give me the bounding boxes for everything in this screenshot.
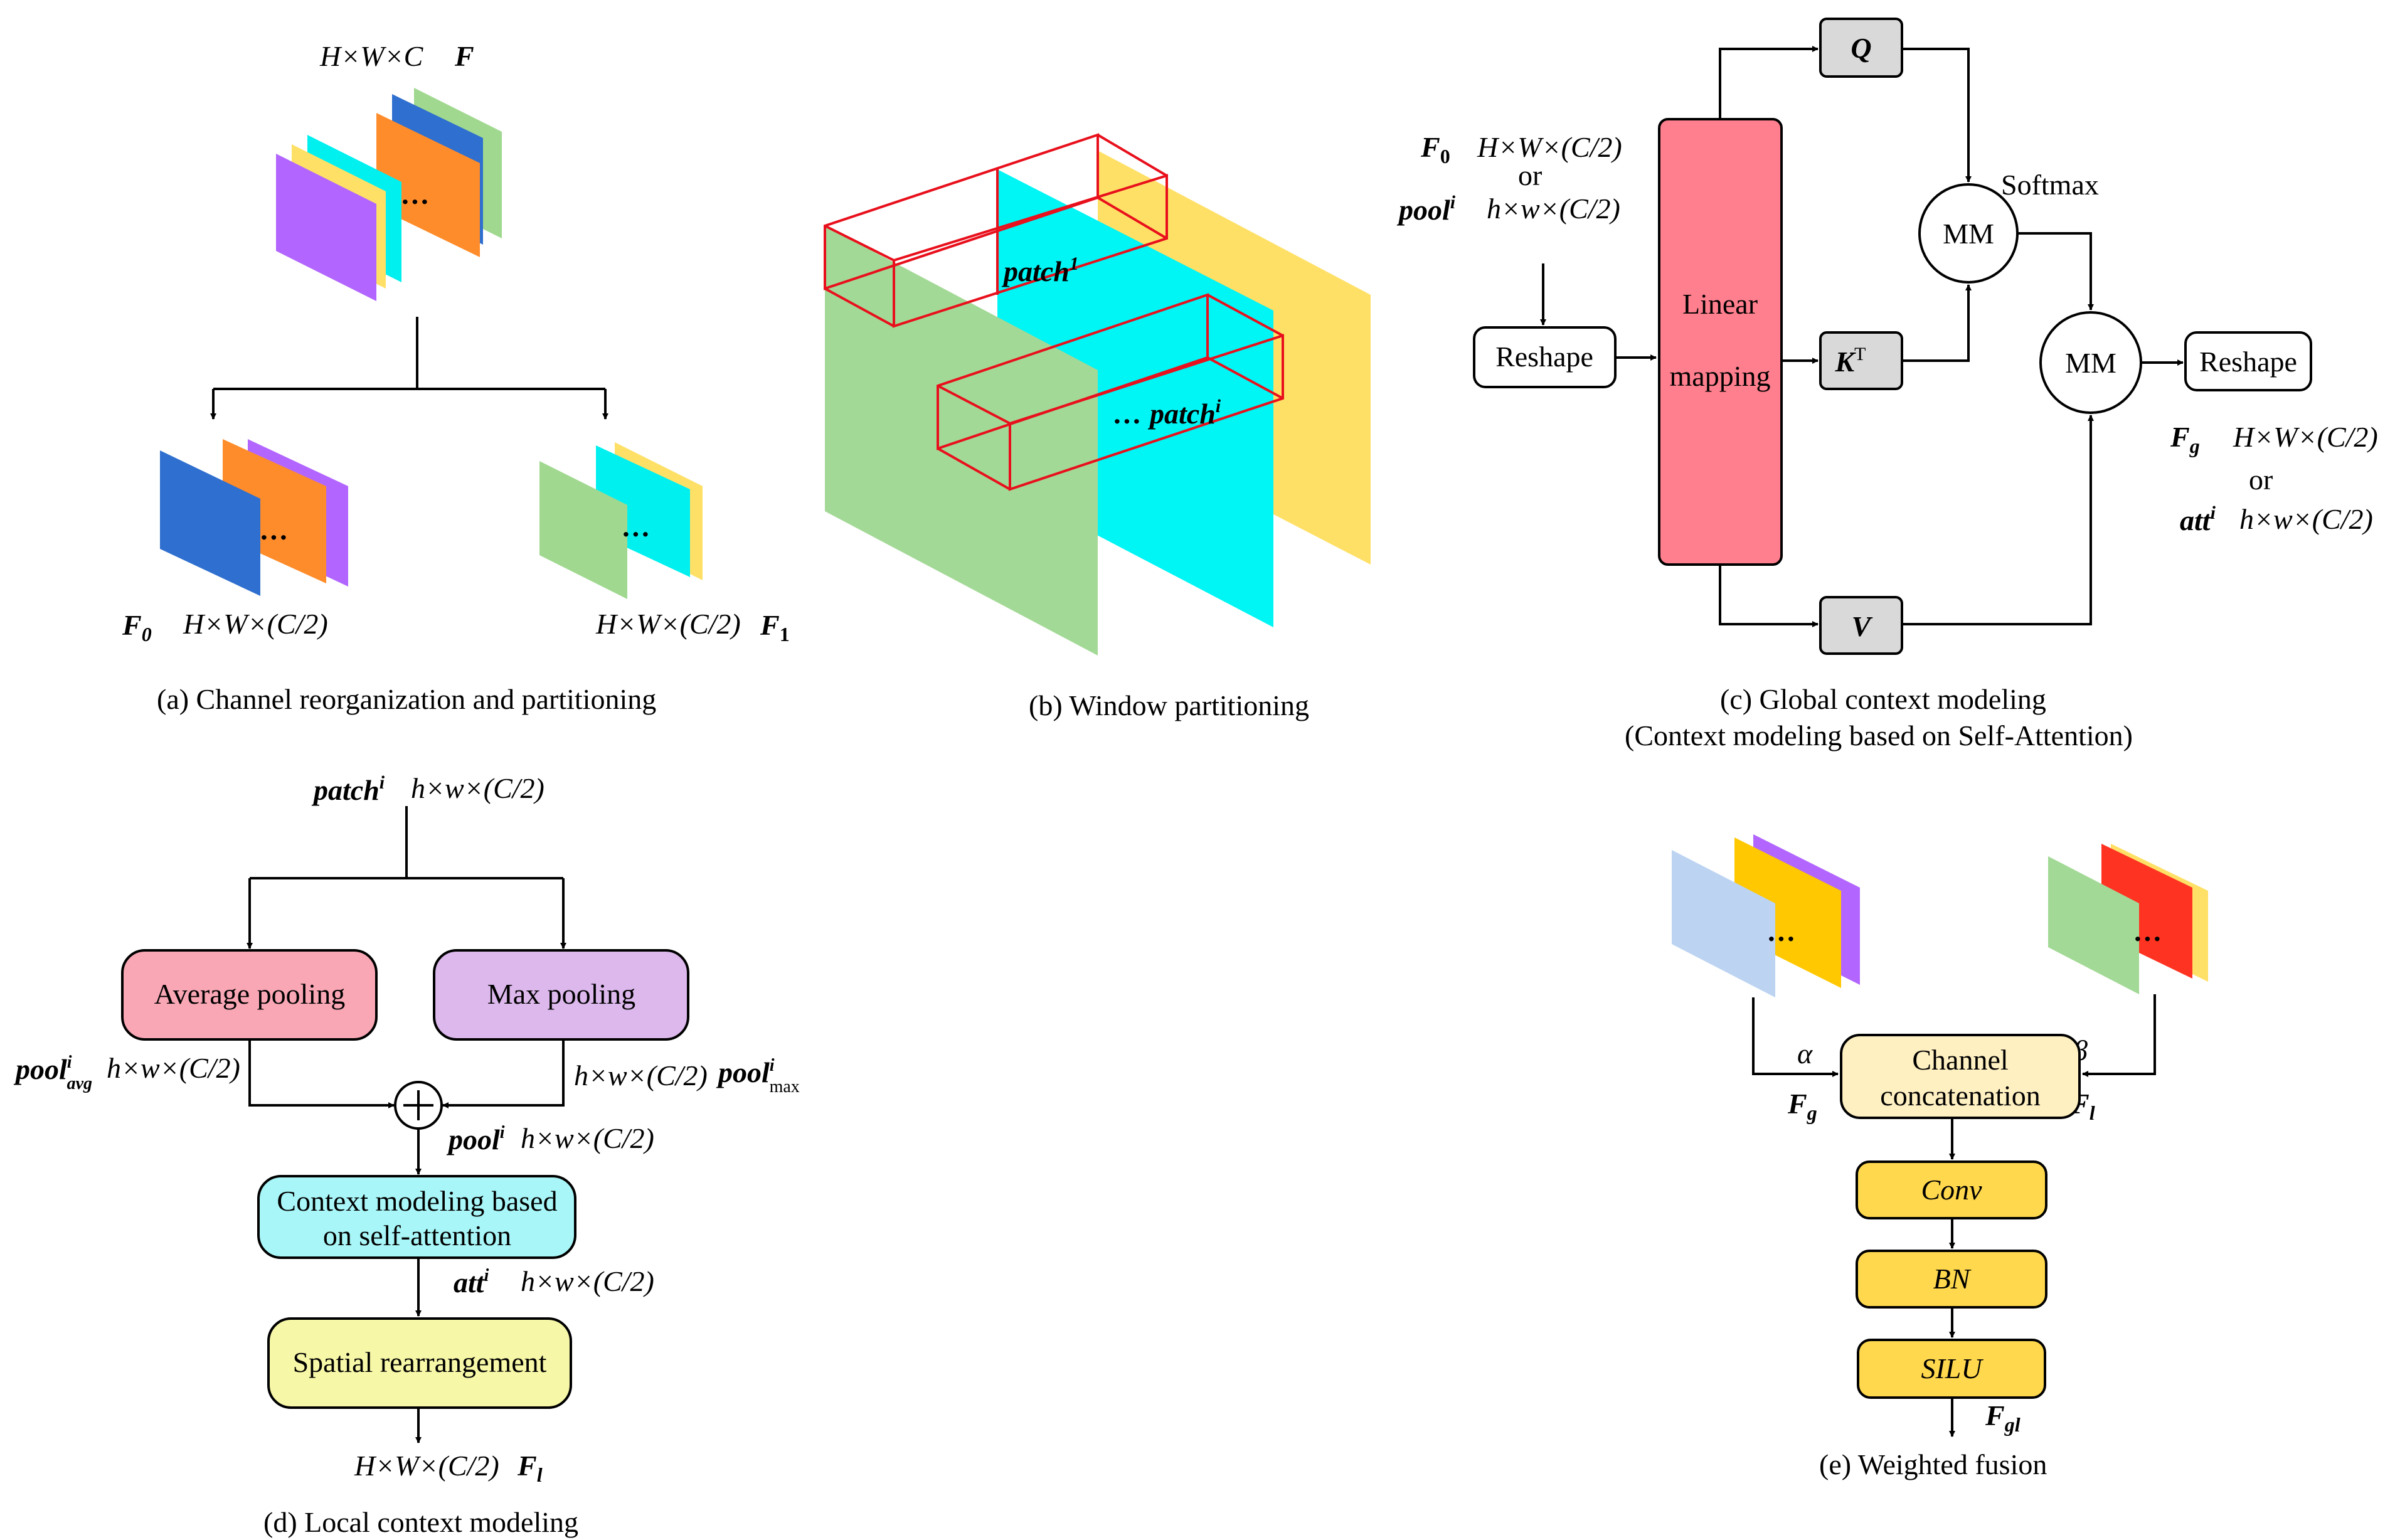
map-orange <box>376 113 480 257</box>
k-label: KT <box>1834 344 1866 378</box>
linear-label-2: mapping <box>1670 360 1771 392</box>
arrow-k-mm1 <box>1902 284 1972 362</box>
arrow-to-v <box>1719 565 1819 627</box>
input-label: F <box>454 40 474 72</box>
output-fg-dims: H×W×(C/2) <box>2233 421 2378 453</box>
arrow-to-q <box>1719 46 1819 119</box>
panel-b: patch1 …patchi (b) Window partitioning <box>824 133 1371 721</box>
output-att-dims: h×w×(C/2) <box>2239 503 2373 535</box>
fg-label: Fg <box>1787 1088 1817 1124</box>
output-att: atti <box>2180 502 2216 536</box>
context-modeling-box <box>257 1175 576 1259</box>
input-patch-dims: h×w×(C/2) <box>411 772 544 804</box>
map-f1-green <box>539 461 627 599</box>
pool-dims: h×w×(C/2) <box>521 1122 654 1154</box>
out-dims: H×W×(C/2) <box>354 1450 499 1482</box>
caption-a: (a) Channel reorganization and partition… <box>157 683 656 715</box>
channel-concat-box <box>1840 1034 2081 1119</box>
map-f0-blue <box>160 450 260 596</box>
arrow-max-sum <box>442 1039 565 1108</box>
ellipsis-fl: … <box>2134 915 2163 947</box>
linear-label-1: Linear <box>1682 288 1758 320</box>
input-f0: F0 <box>1420 131 1450 167</box>
silu-label: SILU <box>1921 1352 1983 1384</box>
fg-map-yellow <box>1734 837 1841 988</box>
max-pooling-box <box>433 949 689 1041</box>
spatial-label: Spatial rearrangement <box>293 1346 547 1378</box>
dims-f1: H×W×(C/2) <box>595 608 741 640</box>
alpha-label: α <box>1797 1038 1813 1070</box>
ellipsis-f0: … <box>260 514 289 546</box>
linear-mapping-box <box>1658 118 1783 566</box>
output-fg: Fg <box>2170 421 2200 457</box>
reshape-in-label: Reshape <box>1495 341 1593 373</box>
patch-1-box <box>824 133 1168 328</box>
concat-label-2: concatenation <box>1880 1080 2040 1112</box>
concat-label-1: Channel <box>1912 1044 2008 1076</box>
label-f1: F1 <box>760 609 790 645</box>
max-pooling-label: Max pooling <box>487 978 635 1010</box>
bn-label: BN <box>1933 1263 1972 1295</box>
out-label: Fl <box>517 1450 543 1486</box>
caption-d: (d) Local context modeling <box>263 1506 578 1538</box>
arrow-avg-sum <box>248 1039 395 1108</box>
att-dims: h×w×(C/2) <box>521 1265 654 1297</box>
output-or: or <box>2249 464 2273 496</box>
arrow-q-mm1 <box>1902 48 1972 183</box>
input-pool: pooli <box>1396 192 1456 226</box>
patch-i-label: …patchi <box>1113 396 1221 430</box>
ellipsis-fg: … <box>1768 915 1797 947</box>
panel-d: patchi h×w×(C/2) Average pooling Max poo… <box>13 772 800 1538</box>
pool-avg-dims: h×w×(C/2) <box>107 1052 240 1084</box>
input-pool-dims: h×w×(C/2) <box>1487 193 1620 225</box>
v-label: V <box>1852 610 1873 642</box>
dims-f0: H×W×(C/2) <box>183 608 328 640</box>
caption-e: (e) Weighted fusion <box>1819 1448 2047 1480</box>
out-fgl: Fgl <box>1985 1399 2021 1436</box>
pool-label: pooli <box>446 1123 505 1155</box>
ellipsis-f1: … <box>622 511 651 543</box>
softmax-label: Softmax <box>2001 169 2099 201</box>
mm2-label: MM <box>2065 347 2116 379</box>
arrow-mm1-mm2 <box>2017 232 2094 311</box>
input-patch: patchi <box>311 772 385 806</box>
q-label: Q <box>1851 32 1871 64</box>
fl-map-green <box>2048 856 2139 994</box>
panel-c: F0 H×W×(C/2) or pooli h×w×(C/2) Reshape … <box>1396 18 2378 751</box>
att-label: atti <box>454 1266 489 1298</box>
mm1-label: MM <box>1943 218 1994 250</box>
input-dims: H×W×C <box>319 40 424 72</box>
ellipsis: … <box>401 178 430 210</box>
input-f0-dims: H×W×(C/2) <box>1477 131 1622 163</box>
patch-1-label: patch1 <box>1001 253 1079 287</box>
input-or: or <box>1518 159 1542 191</box>
reshape-out-label: Reshape <box>2199 346 2297 378</box>
avg-pooling-label: Average pooling <box>154 978 345 1010</box>
caption-c-2: (Context modeling based on Self-Attentio… <box>1625 720 2133 751</box>
map-purple <box>276 154 376 301</box>
arrow-fl-concat <box>2082 994 2156 1077</box>
caption-b: (b) Window partitioning <box>1029 689 1309 721</box>
patch-i-box <box>937 293 1284 491</box>
arrow-v-mm2 <box>1902 415 2094 625</box>
fg-map-blue <box>1672 850 1775 997</box>
panel-e: … … α β Fg Fl Channel concatenation Conv… <box>1672 834 2208 1480</box>
caption-c-1: (c) Global context modeling <box>1720 683 2046 715</box>
arrow-fg-concat <box>1752 997 1839 1077</box>
label-f0: F0 <box>122 609 152 645</box>
pool-max-dims: h×w×(C/2) <box>574 1059 708 1091</box>
conv-label: Conv <box>1921 1174 1982 1206</box>
context-label-2: on self-attention <box>323 1219 511 1251</box>
panel-a: H×W×C F … … … F0 H×W×(C/2) H×W×(C/2) F1 … <box>122 40 790 715</box>
reshape-out-box <box>2184 331 2312 391</box>
context-label-1: Context modeling based <box>277 1185 557 1217</box>
